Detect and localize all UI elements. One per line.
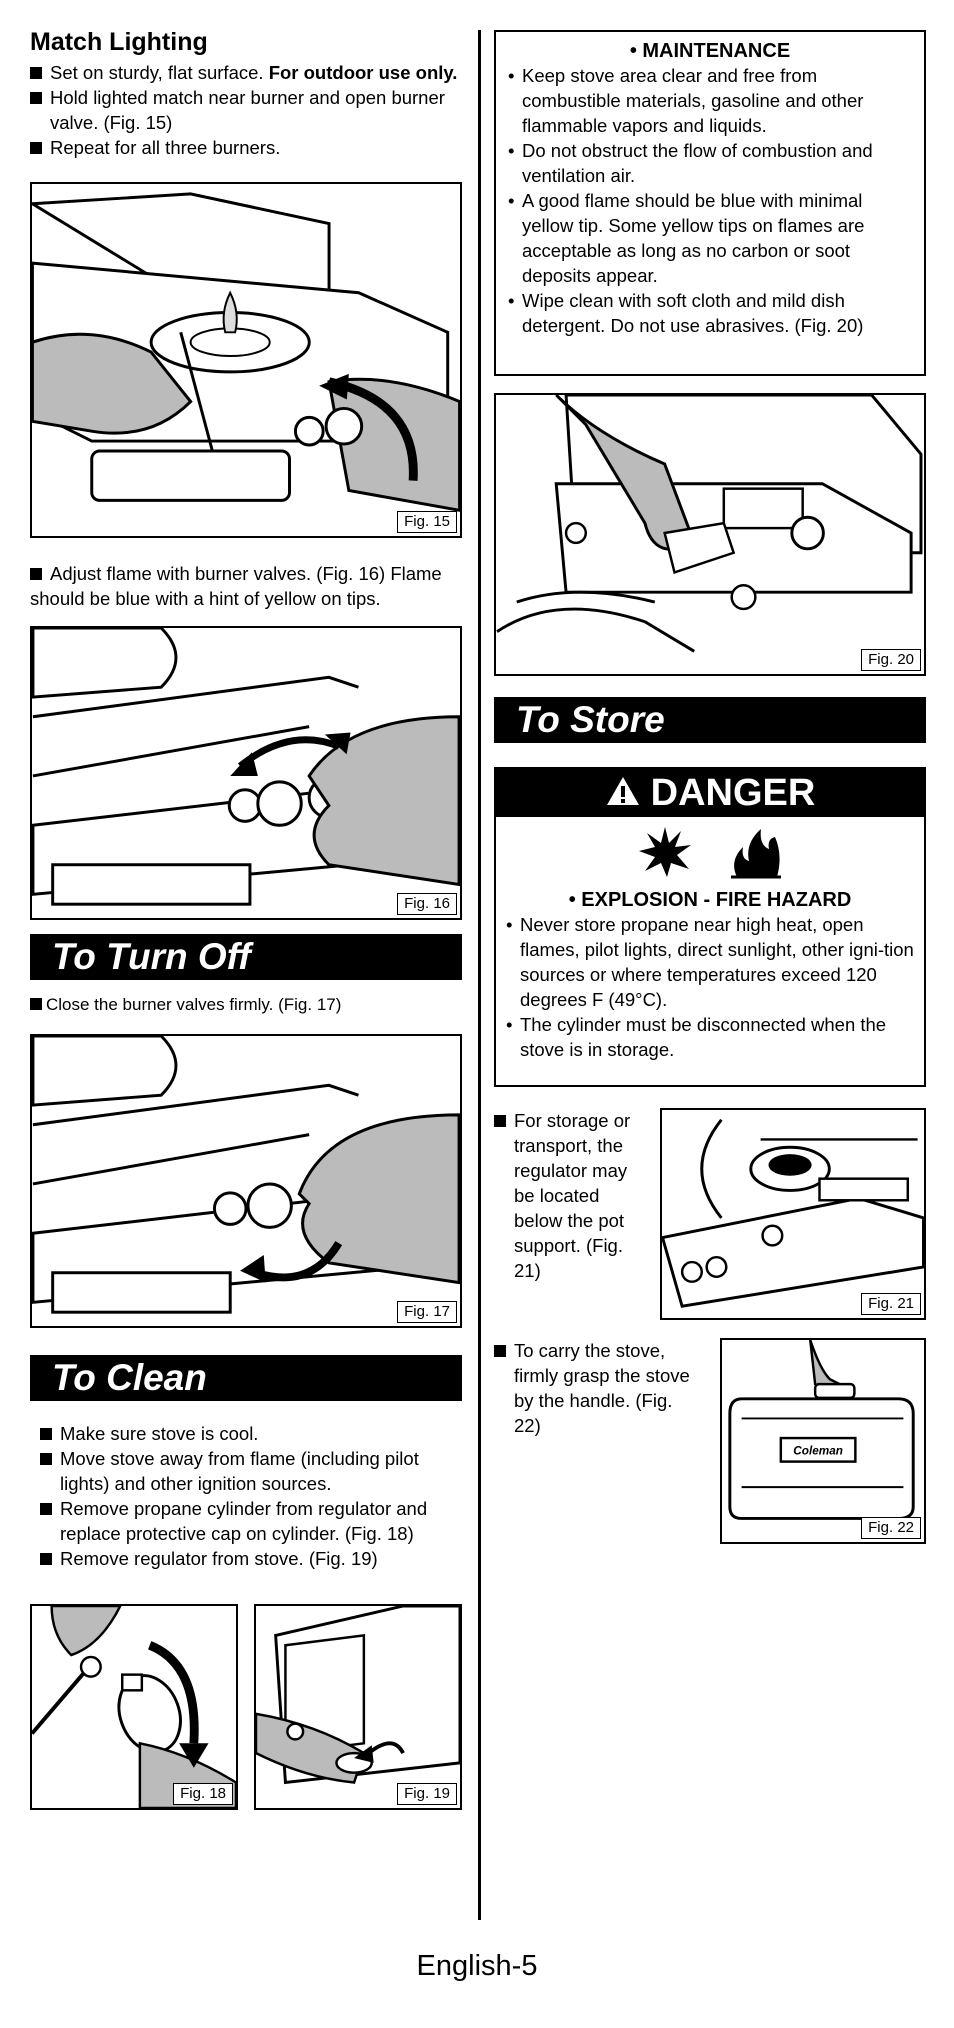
maintenance-box: • MAINTENANCE •Keep stove area clear and… xyxy=(494,30,926,376)
list-item: •Keep stove area clear and free from com… xyxy=(508,65,864,136)
figure-label: Fig. 20 xyxy=(861,649,921,671)
list-item: •Do not obstruct the flow of combustion … xyxy=(508,140,873,186)
list-item: •Never store propane near high heat, ope… xyxy=(506,914,914,1010)
turn-off-item: Close the burner valves firmly. (Fig. 17… xyxy=(30,992,470,1017)
list-item: Move stove away from flame (including pi… xyxy=(40,1446,460,1496)
figure-label: Fig. 21 xyxy=(861,1293,921,1315)
storage-text: For storage or transport, the regulator … xyxy=(494,1108,644,1283)
match-lighting-list: Set on sturdy, flat surface. For outdoor… xyxy=(30,60,470,160)
page-footer: English-5 xyxy=(416,1950,538,1982)
warning-icon xyxy=(605,771,641,819)
danger-header: DANGER xyxy=(496,769,924,817)
clean-list: Make sure stove is cool. Move stove away… xyxy=(40,1421,460,1571)
remove-regulator-illustration xyxy=(256,1606,460,1785)
figure-15: Fig. 15 xyxy=(30,182,462,538)
brand-logo: Coleman xyxy=(793,1445,843,1458)
carry-stove-illustration: Coleman xyxy=(728,1340,915,1520)
figure-label: Fig. 22 xyxy=(861,1517,921,1539)
figure-label: Fig. 16 xyxy=(397,893,457,915)
danger-box: DANGER • EXPLOSION - FIRE HAZARD •Never … xyxy=(494,767,926,1087)
list-item: Make sure stove is cool. xyxy=(40,1421,460,1446)
danger-list: •Never store propane near high heat, ope… xyxy=(496,912,924,1062)
hazard-title: • EXPLOSION - FIRE HAZARD xyxy=(568,889,852,911)
fire-icon xyxy=(727,825,783,884)
list-item: •The cylinder must be disconnected when … xyxy=(506,1014,887,1060)
list-item: Repeat for all three burners. xyxy=(30,135,470,160)
maintenance-title: • MAINTENANCE xyxy=(629,40,791,62)
to-store-heading: To Store xyxy=(494,697,926,743)
remove-cylinder-illustration xyxy=(32,1606,236,1808)
list-item: •A good flame should be blue with minima… xyxy=(508,190,865,286)
figure-label: Fig. 18 xyxy=(173,1783,233,1805)
figure-22: Coleman Fig. 22 xyxy=(720,1338,926,1544)
danger-label: DANGER xyxy=(650,772,816,814)
carry-text: To carry the stove, firmly grasp the sto… xyxy=(494,1338,704,1438)
explosion-icon xyxy=(637,825,693,884)
figure-17: Fig. 17 xyxy=(30,1034,462,1328)
column-divider xyxy=(478,30,481,1920)
match-lighting-heading: Match Lighting xyxy=(30,28,208,56)
figure-21: Fig. 21 xyxy=(660,1108,926,1320)
figure-16: Fig. 16 xyxy=(30,626,462,920)
turn-off-illustration xyxy=(32,1036,460,1314)
to-clean-heading: To Clean xyxy=(30,1355,462,1401)
adjust-flame-illustration xyxy=(32,628,460,906)
maintenance-list: •Keep stove area clear and free from com… xyxy=(508,63,912,338)
figure-label: Fig. 17 xyxy=(397,1301,457,1323)
regulator-storage-illustration xyxy=(662,1110,924,1308)
figure-label: Fig. 19 xyxy=(397,1783,457,1805)
figure-20: Fig. 20 xyxy=(494,393,926,676)
wipe-clean-illustration xyxy=(496,395,923,653)
figure-18: Fig. 18 xyxy=(30,1604,238,1810)
to-turn-off-heading: To Turn Off xyxy=(30,934,462,980)
list-item: Hold lighted match near burner and open … xyxy=(30,85,470,135)
hazard-icons xyxy=(496,825,924,883)
adjust-flame-text: Adjust flame with burner valves. (Fig. 1… xyxy=(30,563,442,609)
list-item: Remove regulator from stove. (Fig. 19) xyxy=(40,1546,460,1571)
list-item: Set on sturdy, flat surface. For outdoor… xyxy=(30,60,470,85)
stove-lighting-illustration xyxy=(32,192,460,512)
list-item: •Wipe clean with soft cloth and mild dis… xyxy=(508,290,864,336)
figure-label: Fig. 15 xyxy=(397,511,457,533)
figure-19: Fig. 19 xyxy=(254,1604,462,1810)
list-item: Remove propane cylinder from regulator a… xyxy=(40,1496,460,1546)
